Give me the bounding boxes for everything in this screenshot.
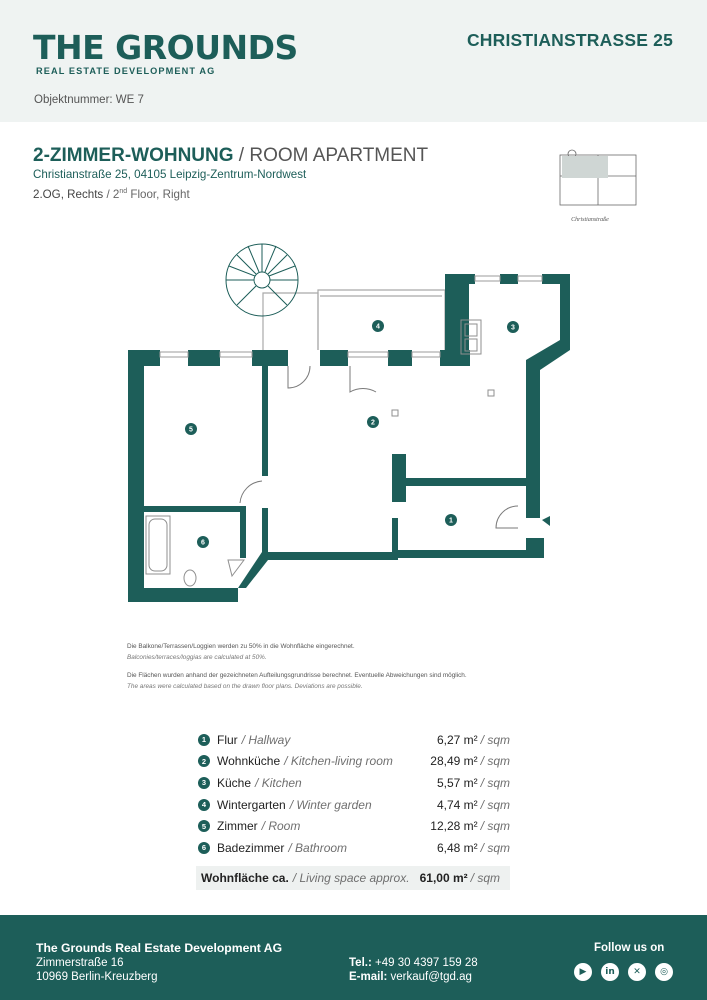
total-label: Wohnfläche ca. <box>201 871 289 885</box>
apartment-title: 2-ZIMMER-WOHNUNG / ROOM APARTMENT <box>33 145 428 167</box>
room-marker-2: 2 <box>371 420 375 427</box>
object-number: Objektnummer: WE 7 <box>34 94 144 106</box>
room-number-badge: 3 <box>198 776 210 789</box>
total-label-en: / Living space approx. <box>292 871 410 885</box>
follow-us-label: Follow us on <box>594 942 665 954</box>
room-marker-5: 5 <box>189 427 193 434</box>
total-value: 61,00 m² <box>419 871 468 885</box>
youtube-icon[interactable]: ▶ <box>574 963 592 981</box>
living-space-total: Wohnfläche ca. / Living space approx. 61… <box>196 866 510 890</box>
room-name-en: / Kitchen-living room <box>284 754 393 769</box>
footer-company: The Grounds Real Estate Development AG <box>36 941 283 955</box>
room-area: 4,74 m² <box>436 797 478 812</box>
table-row: 6 Badezimmer / Bathroom 6,48 m² / sqm <box>198 837 510 859</box>
floor-sup: nd <box>119 188 128 196</box>
spiral-stair <box>225 243 299 317</box>
area-notes: Die Balkone/Terrassen/Loggien werden zu … <box>127 641 597 692</box>
room-area: 12,28 m² <box>430 819 478 834</box>
total-unit: / sqm <box>470 871 500 885</box>
room-area: 5,57 m² <box>436 775 478 790</box>
room-marker-3: 3 <box>511 325 515 332</box>
apartment-title-en: ROOM APARTMENT <box>249 145 429 166</box>
instagram-icon[interactable]: ◎ <box>655 963 673 981</box>
apartment-address: Christianstraße 25, 04105 Leipzig-Zentru… <box>33 168 307 181</box>
note-areas-de: Die Flächen wurden anhand der gezeichnet… <box>127 672 467 679</box>
room-area: 6,27 m² <box>436 732 478 747</box>
room-unit: / sqm <box>480 732 510 747</box>
email-label: E-mail: <box>349 971 388 983</box>
linkedin-icon[interactable]: in <box>601 963 619 981</box>
room-marker-4: 4 <box>376 324 380 331</box>
room-name-en: / Hallway <box>241 732 291 747</box>
entry-arrow <box>542 516 550 526</box>
room-name: Küche <box>217 775 252 790</box>
note-balcony-de: Die Balkone/Terrassen/Loggien werden zu … <box>127 643 355 650</box>
footer: The Grounds Real Estate Development AG Z… <box>0 915 707 1000</box>
footer-phone: Tel.: +49 30 4397 159 28 <box>349 957 478 969</box>
header-band: THE GROUNDS REAL ESTATE DEVELOPMENT AG C… <box>0 0 707 122</box>
room-unit: / sqm <box>480 819 510 834</box>
table-row: 4 Wintergarten / Winter garden 4,74 m² /… <box>198 794 510 816</box>
room-area: 28,49 m² <box>430 754 478 769</box>
note-balcony-en: Balconies/terraces/loggias are calculate… <box>127 654 267 661</box>
table-row: 1 Flur / Hallway 6,27 m² / sqm <box>198 729 510 751</box>
room-unit: / sqm <box>480 840 510 855</box>
room-area: 6,48 m² <box>436 840 478 855</box>
room-unit: / sqm <box>480 797 510 812</box>
room-marker-1: 1 <box>449 518 453 525</box>
floor-en: Floor, Right <box>127 188 190 201</box>
room-name: Zimmer <box>217 819 258 834</box>
email-link[interactable]: verkauf@tgd.ag <box>387 971 472 983</box>
footer-email: E-mail: verkauf@tgd.ag <box>349 971 472 983</box>
key-plan: Christianstraße <box>559 149 637 223</box>
room-name: Badezimmer <box>217 840 285 855</box>
room-name-en: / Room <box>261 819 301 834</box>
room-unit: / sqm <box>480 754 510 769</box>
xing-icon[interactable]: ✕ <box>628 963 646 981</box>
floor-de: 2.OG, Rechts <box>33 188 104 201</box>
room-name-en: / Winter garden <box>289 797 372 812</box>
room-name: Wohnküche <box>217 754 281 769</box>
room-name-en: / Kitchen <box>255 775 302 790</box>
room-number-badge: 6 <box>198 841 210 854</box>
note-areas-en: The areas were calculated based on the d… <box>127 683 363 690</box>
room-number-badge: 5 <box>198 820 210 833</box>
room-number-badge: 1 <box>198 733 210 746</box>
room-marker-6: 6 <box>201 540 205 547</box>
key-plan-street-label: Christianstraße <box>571 216 609 223</box>
room-number-badge: 4 <box>198 798 210 811</box>
room-name-en: / Bathroom <box>288 840 348 855</box>
logo-title: THE GROUNDS <box>33 28 298 67</box>
footer-street: Zimmerstraße 16 <box>36 957 124 969</box>
apartment-floor: 2.OG, Rechts / 2nd Floor, Right <box>33 188 190 201</box>
floor-sep: / 2 <box>103 188 120 201</box>
table-row: 3 Küche / Kitchen 5,57 m² / sqm <box>198 772 510 794</box>
walls <box>128 274 570 602</box>
phone-link[interactable]: +49 30 4397 159 28 <box>371 957 478 969</box>
room-name: Flur <box>217 732 238 747</box>
table-row: 5 Zimmer / Room 12,28 m² / sqm <box>198 815 510 837</box>
phone-label: Tel.: <box>349 957 372 969</box>
room-name: Wintergarten <box>217 797 286 812</box>
table-row: 2 Wohnküche / Kitchen-living room 28,49 … <box>198 751 510 773</box>
footer-city: 10969 Berlin-Kreuzberg <box>36 971 158 983</box>
apartment-title-sep: / <box>233 145 250 166</box>
floor-plan: 1 2 3 4 5 6 N <box>128 243 570 602</box>
room-number-badge: 2 <box>198 755 210 768</box>
room-unit: / sqm <box>480 775 510 790</box>
street-title: CHRISTIANSTRASSE 25 <box>466 30 673 50</box>
logo-subtitle: REAL ESTATE DEVELOPMENT AG <box>36 66 216 76</box>
apartment-title-de: 2-ZIMMER-WOHNUNG <box>33 145 234 166</box>
room-table: 1 Flur / Hallway 6,27 m² / sqm 2 Wohnküc… <box>198 729 510 859</box>
